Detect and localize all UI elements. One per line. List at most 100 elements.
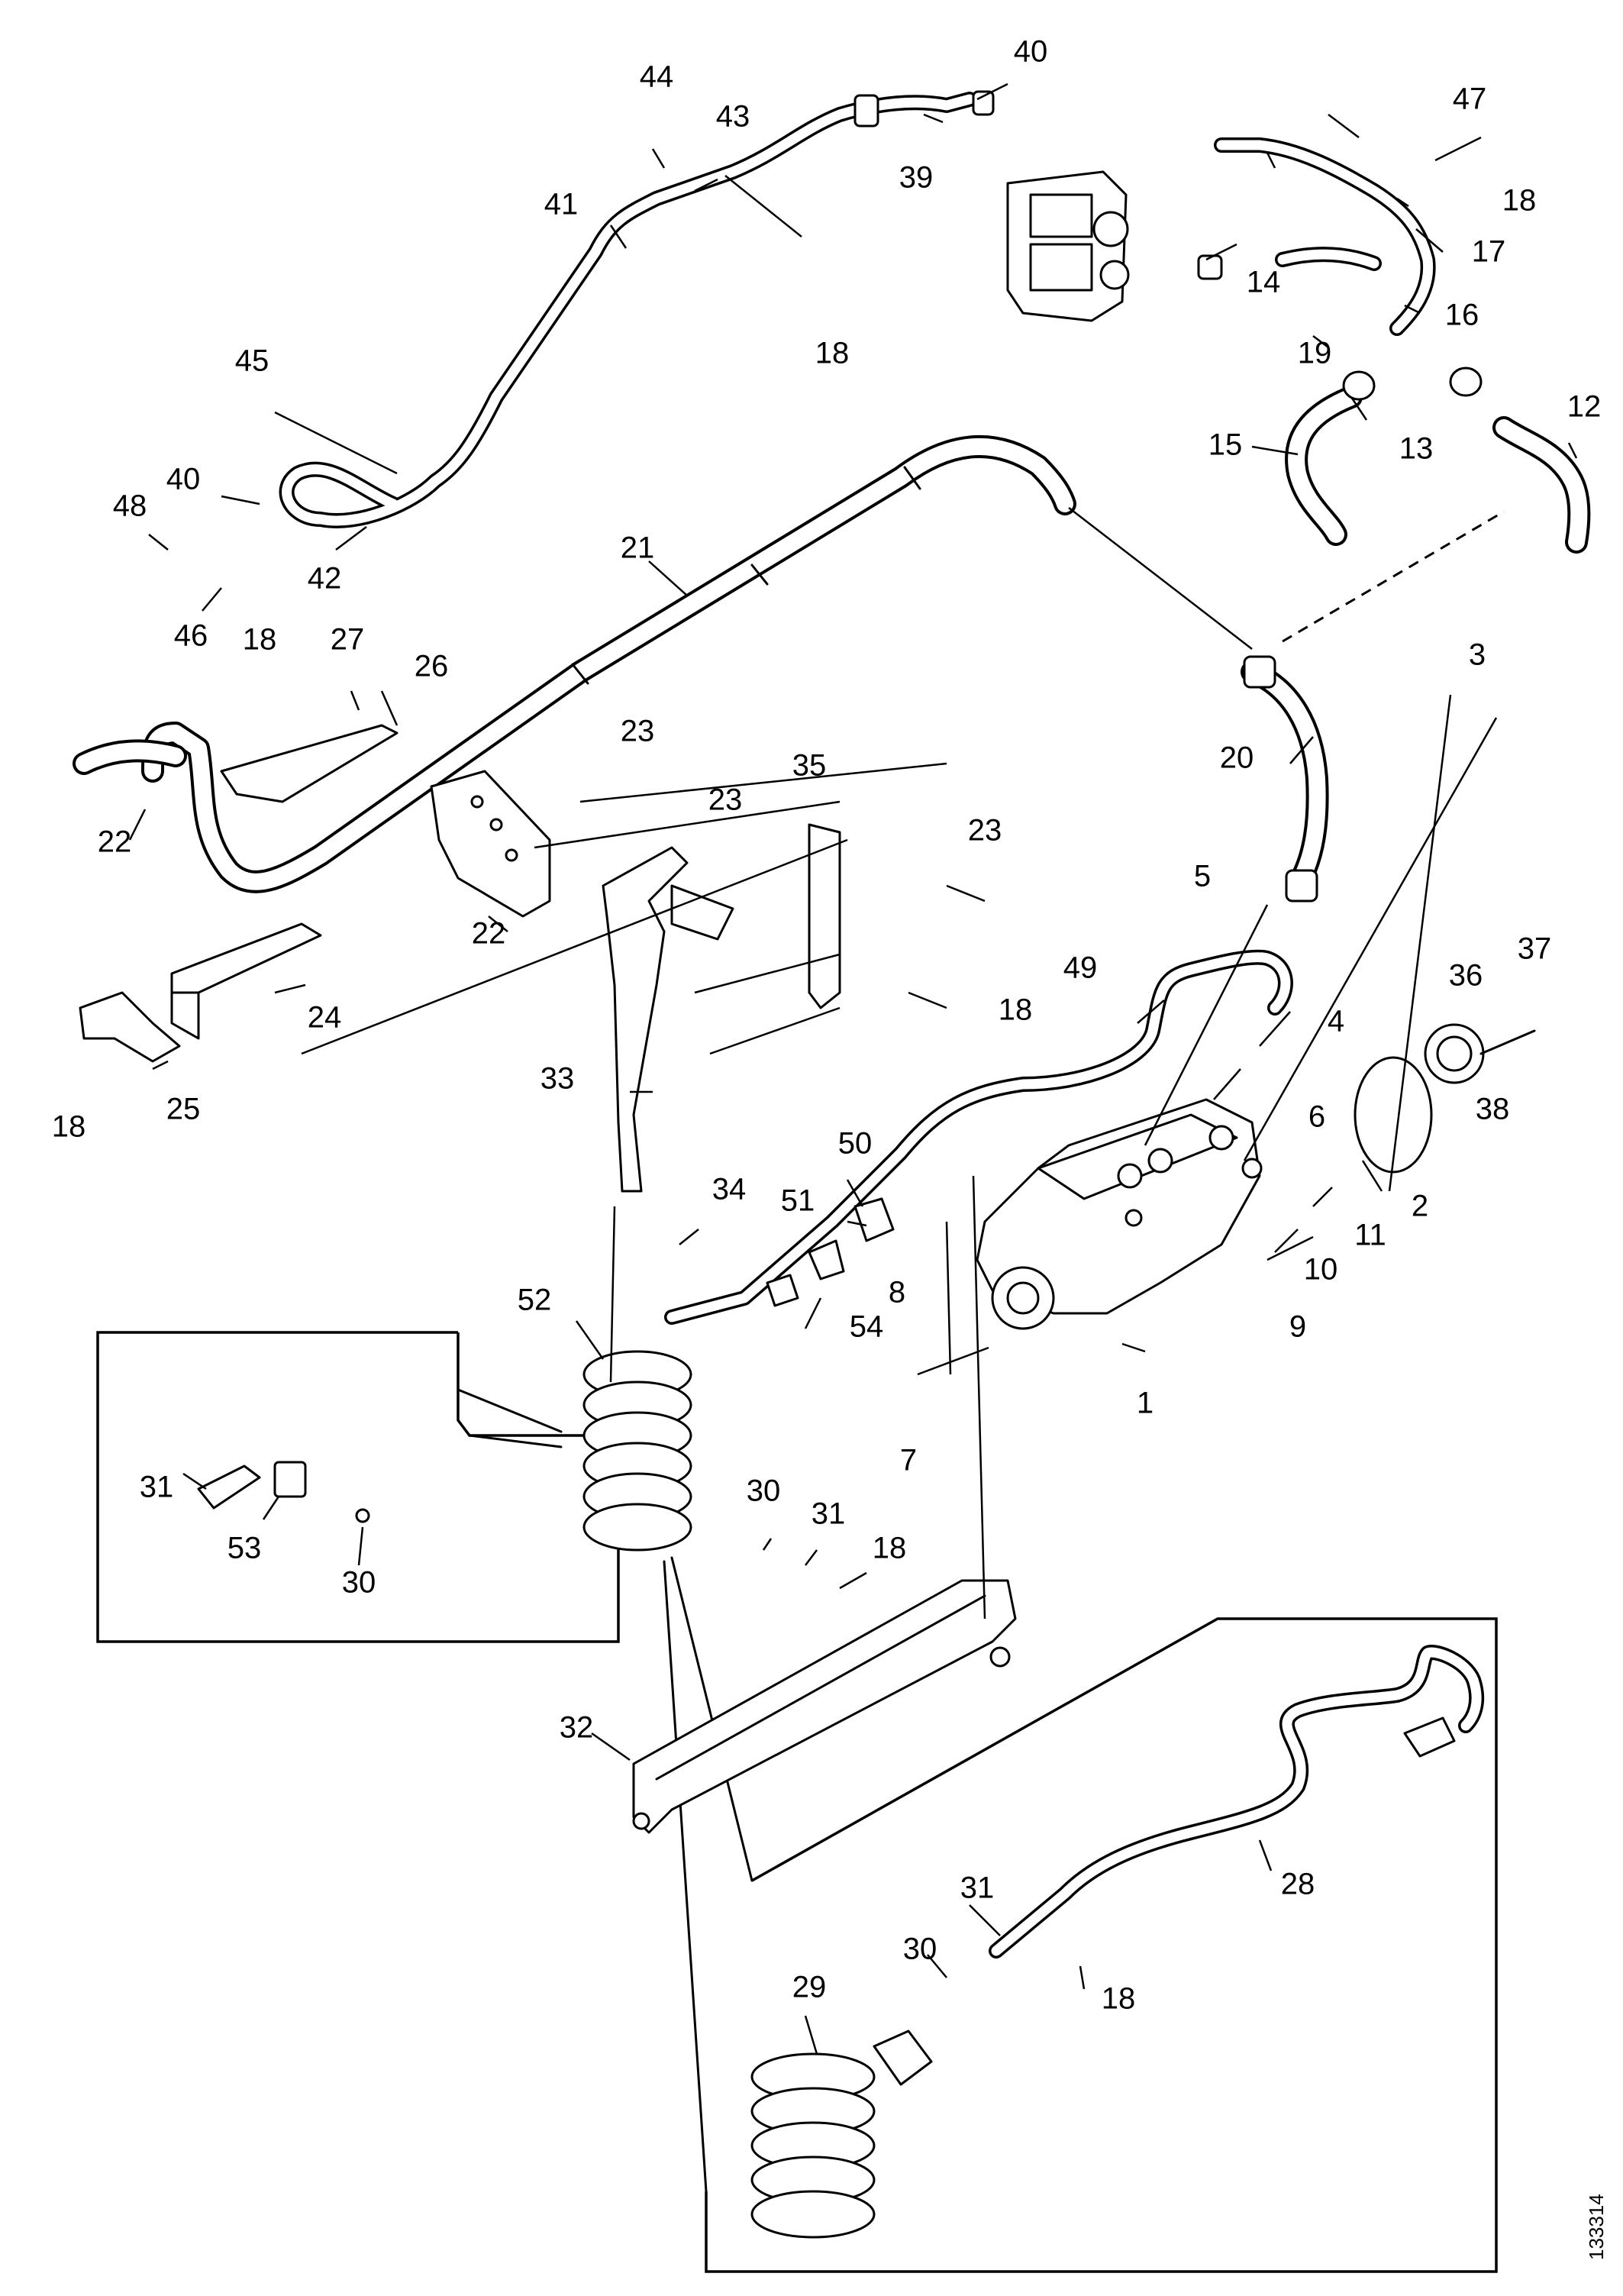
label-part-18-c: 18 [243, 623, 277, 657]
hose-15 [1285, 386, 1363, 546]
label-part-34: 34 [712, 1173, 747, 1206]
label-part-25: 25 [166, 1093, 201, 1126]
label-part-4: 4 [1328, 1005, 1344, 1038]
washer-30 [355, 1508, 370, 1523]
label-part-15: 15 [1208, 428, 1243, 462]
label-part-44: 44 [640, 60, 674, 94]
label-part-50: 50 [838, 1127, 873, 1161]
label-part-53: 53 [227, 1532, 262, 1565]
label-part-37: 37 [1518, 932, 1552, 966]
label-part-54: 54 [850, 1310, 884, 1344]
label-part-29: 29 [792, 1971, 827, 2004]
label-part-2: 2 [1412, 1190, 1428, 1223]
label-part-33: 33 [540, 1062, 575, 1096]
hose-connector-top [972, 90, 995, 116]
leader-lines [128, 82, 1578, 2055]
label-part-7: 7 [900, 1444, 917, 1477]
label-part-13: 13 [1399, 432, 1434, 466]
label-part-41: 41 [544, 188, 579, 221]
clamp-13b [1449, 367, 1483, 397]
fitting-14 [1197, 254, 1223, 280]
hose-clamp-39 [853, 94, 879, 128]
label-part-40-b: 40 [166, 463, 201, 496]
label-part-22: 22 [98, 825, 132, 859]
label-part-40: 40 [1014, 35, 1048, 69]
label-part-46: 46 [174, 619, 208, 653]
label-part-3: 3 [1469, 638, 1486, 672]
bolt-37 [1479, 1029, 1536, 1055]
label-part-51: 51 [781, 1184, 815, 1218]
label-part-18-e: 18 [999, 993, 1033, 1027]
label-part-18-b: 18 [815, 337, 850, 370]
label-part-20: 20 [1220, 741, 1254, 775]
label-part-35: 35 [792, 749, 827, 783]
bracket-26 [220, 724, 398, 803]
bracket-35 [808, 823, 841, 1009]
hose-12 [1492, 416, 1591, 554]
flange-31 [197, 1464, 261, 1510]
coolant-hose-21 [73, 435, 1076, 893]
thermostat-housing [1006, 170, 1223, 322]
nut-50 [853, 1197, 895, 1242]
label-part-31-c: 31 [960, 1871, 995, 1905]
label-part-11: 11 [1354, 1219, 1386, 1252]
fitting-54 [808, 1239, 845, 1280]
label-part-5: 5 [1194, 860, 1211, 893]
label-part-52: 52 [518, 1284, 552, 1317]
part-labels: 1 2 3 4 5 6 7 8 9 10 11 12 13 14 15 16 1… [52, 35, 1602, 2016]
gear-36 [1354, 1023, 1536, 1174]
label-part-39: 39 [899, 161, 934, 195]
fuel-pipe-49 [664, 949, 1293, 1325]
label-part-23: 23 [621, 715, 655, 748]
fuel-pipe-28 [989, 1645, 1485, 1959]
label-part-36: 36 [1449, 959, 1483, 993]
nipple-53 [273, 1461, 307, 1498]
label-part-49: 49 [1063, 951, 1098, 985]
label-part-21: 21 [621, 531, 655, 565]
label-part-45: 45 [235, 344, 269, 378]
hose-20 [1241, 655, 1329, 903]
label-part-48: 48 [113, 489, 147, 523]
label-part-47: 47 [1453, 82, 1487, 116]
label-part-30-c: 30 [903, 1933, 937, 1966]
label-part-30: 30 [747, 1474, 781, 1508]
o-ring-38 [1354, 1056, 1433, 1174]
bracket-33 [602, 846, 734, 1193]
label-part-30-b: 30 [342, 1566, 376, 1600]
label-part-18-g: 18 [1102, 1982, 1136, 2016]
label-part-12: 12 [1567, 390, 1602, 424]
label-part-18: 18 [1502, 184, 1537, 218]
label-part-27: 27 [331, 623, 365, 657]
label-part-24: 24 [308, 1001, 342, 1035]
clamp-13a [1342, 370, 1376, 401]
label-part-1: 1 [1137, 1387, 1154, 1420]
label-part-17: 17 [1472, 235, 1506, 269]
label-part-26: 26 [415, 650, 449, 683]
bracket-24 [170, 922, 322, 1040]
label-part-32: 32 [560, 1711, 594, 1745]
upper-return-hose-16 [1214, 137, 1436, 336]
support-rail-32 [632, 1579, 1017, 1834]
label-part-31: 31 [812, 1497, 846, 1531]
label-part-6: 6 [1308, 1100, 1325, 1134]
label-part-38: 38 [1476, 1093, 1510, 1126]
inset-small-parts [197, 1461, 370, 1523]
bracket-22-plate [430, 770, 551, 918]
label-part-22-b: 22 [472, 917, 506, 951]
routing-dashed-line [1282, 510, 1505, 643]
bracket-25 [79, 991, 181, 1063]
label-part-23-b: 23 [708, 783, 743, 817]
drawing-reference-number: 133314 [1585, 2194, 1608, 2260]
label-part-18-d: 18 [52, 1110, 86, 1144]
label-part-42: 42 [308, 562, 342, 596]
label-part-18-f: 18 [873, 1532, 907, 1565]
label-part-16: 16 [1445, 299, 1479, 332]
label-part-10: 10 [1304, 1253, 1338, 1287]
fuel-pump-1 [976, 1098, 1263, 1330]
label-part-14: 14 [1247, 266, 1281, 299]
label-part-31-b: 31 [140, 1471, 174, 1504]
heat-exchanger-coil-29 [750, 2030, 933, 2239]
label-part-28: 28 [1281, 1868, 1315, 1901]
label-part-9: 9 [1289, 1310, 1306, 1344]
